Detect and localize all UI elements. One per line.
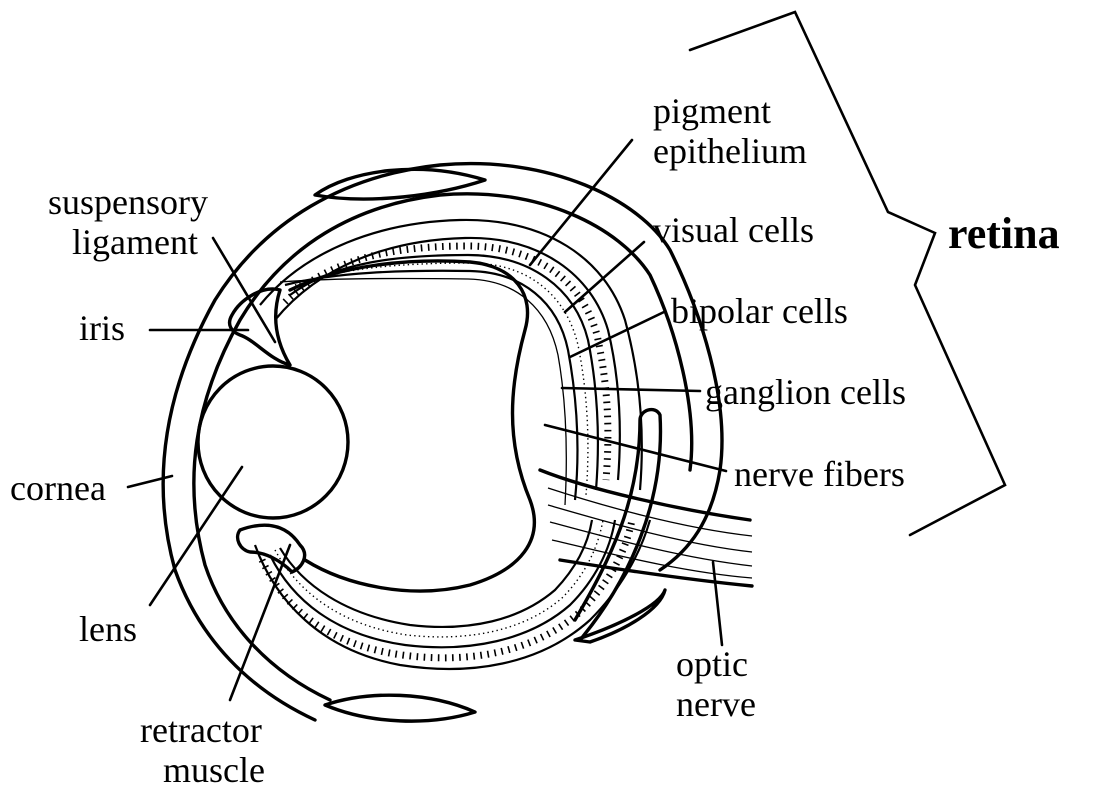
label-retractor-1: retractor (140, 712, 262, 748)
label-optic-1: optic (676, 646, 748, 682)
label-cornea: cornea (10, 470, 106, 506)
label-lens: lens (79, 611, 137, 647)
label-pigment-1: pigment (653, 93, 771, 129)
retina-lower-1 (270, 520, 615, 647)
label-epithelium-2: epithelium (653, 133, 807, 169)
label-visual-cells: visual cells (653, 212, 814, 248)
leader-cornea (128, 476, 172, 487)
label-iris: iris (79, 310, 125, 346)
label-nerve-fibers: nerve fibers (734, 456, 905, 492)
label-suspensory-1: suspensory (48, 184, 208, 220)
retina-stipple (295, 263, 588, 495)
retina-line-3 (280, 278, 566, 505)
iris-upper (230, 289, 290, 365)
leader-retractor-muscle (230, 545, 290, 700)
label-bipolar-cells: bipolar cells (671, 293, 848, 329)
retina-lower-stip (275, 520, 603, 637)
lens-shape (198, 366, 348, 518)
iris-lower (238, 525, 305, 572)
scleral-ossicle-bottom (325, 695, 475, 721)
label-nerve-2: nerve (676, 686, 756, 722)
label-ganglion-cells: ganglion cells (705, 374, 906, 410)
retina-line-1 (290, 255, 598, 490)
label-ligament-2: ligament (72, 224, 198, 260)
leader-bipolar-cells (570, 312, 664, 357)
label-retina: retina (948, 212, 1060, 256)
optic-nerve-fiber-3 (550, 522, 752, 566)
label-muscle-2: muscle (163, 752, 265, 788)
leader-ganglion-cells (562, 388, 700, 391)
vitreous-wall (290, 261, 534, 591)
